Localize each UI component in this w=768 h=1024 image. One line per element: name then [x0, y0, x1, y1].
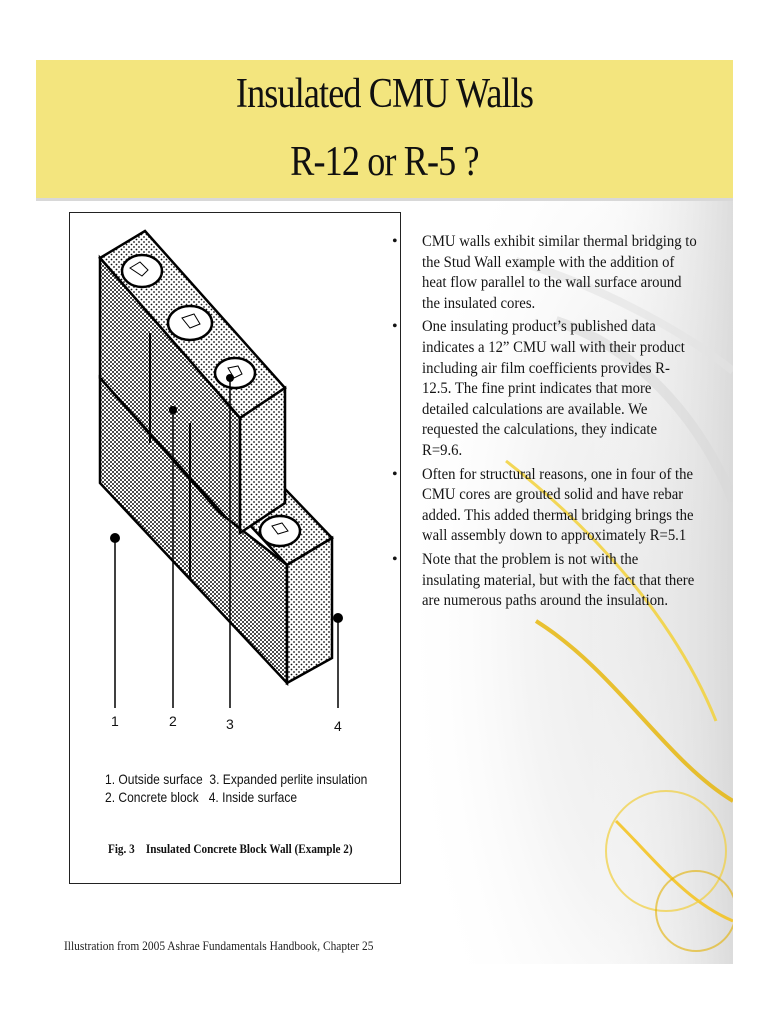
bullet-list: CMU walls exhibit similar thermal bridgi… [392, 232, 697, 615]
callout-2: 2 [169, 713, 177, 729]
bullet-text: CMU walls exhibit similar thermal bridgi… [422, 233, 697, 312]
legend-row-1: 1. Outside surface 3. Expanded perlite i… [105, 771, 368, 787]
title-line-2: R-12 or R-5 ? [290, 139, 479, 185]
callout-1: 1 [111, 713, 119, 729]
bullet-text: Often for structural reasons, one in fou… [422, 465, 694, 545]
cmu-wall-figure: 1 2 3 4 1. Outside surface 3. Expanded p… [69, 212, 401, 884]
cmu-block-illustration [98, 229, 343, 708]
figure-caption: Fig. 3 Insulated Concrete Block Wall (Ex… [108, 841, 353, 856]
bullet-text: Note that the problem is not with the in… [422, 550, 695, 610]
bullet-item: Note that the problem is not with the in… [392, 550, 694, 612]
bullet-item: One insulating product’s published data … [392, 317, 685, 461]
bullet-item: CMU walls exhibit similar thermal bridgi… [392, 232, 697, 314]
title-band: Insulated CMU Walls R-12 or R-5 ? [36, 60, 733, 201]
bullet-item: Often for structural reasons, one in fou… [392, 465, 694, 547]
callout-4: 4 [334, 718, 342, 734]
title-line-1: Insulated CMU Walls [235, 71, 534, 117]
slide: Insulated CMU Walls R-12 or R-5 ? [36, 60, 733, 964]
legend-row-2: 2. Concrete block 4. Inside surface [105, 789, 298, 805]
bullet-text: One insulating product’s published data … [422, 318, 685, 459]
callout-3: 3 [226, 716, 234, 732]
footer-credit: Illustration from 2005 Ashrae Fundamenta… [64, 938, 374, 953]
